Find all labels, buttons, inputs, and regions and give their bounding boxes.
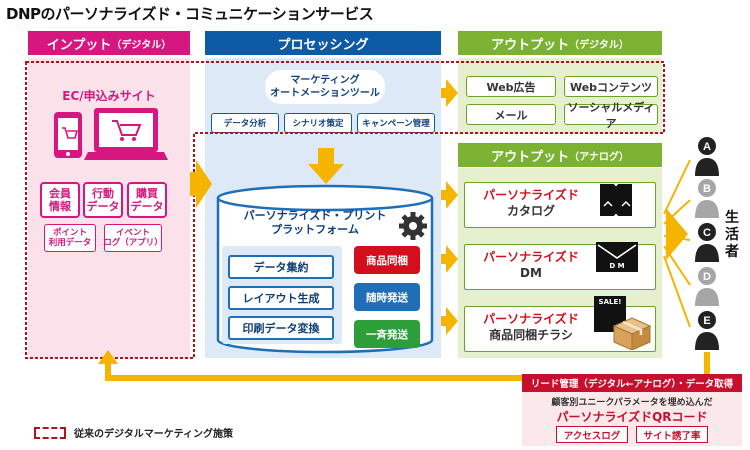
legend-swatch	[34, 427, 66, 439]
input-purchase-data: 購買 データ	[127, 182, 167, 218]
input-event-log: イベント ログ（アプリ）	[103, 224, 163, 252]
lead-tag-access-log: アクセスログ	[556, 426, 628, 443]
tool-scenario-label: シナリオ策定	[292, 119, 344, 129]
step-print-data-conversion: 印刷データ変換	[228, 316, 334, 340]
lead-qr-label: パーソナライズドQRコード	[556, 410, 708, 424]
input-behavior-data-label: 行動 データ	[86, 187, 120, 213]
lead-header: リード管理（デジタル←アナログ）・データ取得	[522, 374, 742, 392]
gear-icon	[399, 212, 427, 240]
tool-campaign-label: キャンペーン管理	[362, 119, 430, 129]
input-event-log-label: イベント ログ（アプリ）	[103, 228, 163, 248]
step-data-aggregation: データ集約	[228, 255, 334, 279]
input-member-info-label: 会員 情報	[49, 187, 71, 213]
person-a-icon: A	[695, 137, 719, 176]
dm-envelope-text: D M	[609, 262, 625, 270]
mode-bulk: 一斉発送	[354, 320, 420, 348]
lead-tag-conversion-label: サイト誘了率	[643, 430, 701, 442]
person-a-letter: A	[703, 141, 711, 153]
lead-tag-conversion: サイト誘了率	[636, 426, 708, 443]
mode-bundled: 商品同梱	[354, 246, 420, 274]
person-c-letter: C	[703, 227, 711, 239]
processing-header: プロセッシング	[205, 31, 441, 55]
flyer-title: パーソナライズド	[483, 312, 579, 326]
lead-header-label: リード管理（デジタル←アナログ）・データ取得	[530, 379, 734, 390]
person-c-icon: C	[695, 223, 719, 262]
devices-icon	[54, 108, 168, 160]
email-label: メール	[494, 108, 528, 122]
input-behavior-data: 行動 データ	[83, 182, 123, 218]
lead-desc: 顧客別ユニークパラメータを埋め込んだ	[551, 398, 713, 408]
legend-label: 従来のデジタルマーケティング施策	[74, 429, 233, 440]
person-e-icon: E	[695, 311, 719, 350]
person-e-letter: E	[703, 315, 710, 327]
input-member-info: 会員 情報	[40, 182, 80, 218]
step-layout-generation: レイアウト生成	[228, 286, 334, 310]
dm-title: パーソナライズド	[483, 250, 579, 264]
web-ad-box: Web広告	[466, 76, 556, 97]
processing-header-label: プロセッシング	[277, 37, 369, 53]
consumers-label: 生活者	[725, 210, 739, 260]
web-ad-label: Web広告	[486, 80, 536, 94]
person-b-letter: B	[703, 183, 711, 195]
catalog-book-icon	[600, 184, 632, 216]
person-b-icon: B	[695, 179, 719, 218]
output-analog-header-sub: （アナログ）	[569, 151, 629, 163]
output-digital-header-label: アウトプット	[491, 37, 570, 53]
web-content-box: Webコンテンツ	[564, 76, 658, 97]
catalog-title: パーソナライズド	[483, 188, 579, 202]
step-layout-generation-label: レイアウト生成	[242, 292, 320, 305]
mode-bulk-label: 一斉発送	[366, 328, 408, 341]
platform-title-text: パーソナライズド・プリント プラットフォーム	[243, 209, 387, 236]
input-point-data: ポイント 利用データ	[44, 224, 96, 252]
ma-tool-text: マーケティング オートメーションツール	[270, 75, 380, 99]
input-point-data-label: ポイント 利用データ	[48, 228, 92, 248]
input-header-label: インプット	[46, 37, 112, 53]
dm-text: パーソナライズド DM	[470, 249, 592, 281]
dm-sub: DM	[520, 266, 542, 280]
catalog-text: パーソナライズド カタログ	[470, 187, 592, 219]
input-header: インプット（デジタル）	[28, 31, 190, 55]
step-data-aggregation-label: データ集約	[253, 261, 309, 274]
social-media-label: ソーシャルメディア	[567, 100, 655, 130]
person-d-icon: D	[695, 267, 719, 306]
ec-site-label: EC/申込みサイト	[62, 89, 156, 103]
catalog-sub: カタログ	[506, 204, 555, 218]
platform-title: パーソナライズド・プリント プラットフォーム	[240, 208, 390, 238]
flyer-sub: 商品同梱チラシ	[489, 328, 573, 342]
social-media-box: ソーシャルメディア	[564, 101, 658, 130]
email-box: メール	[466, 104, 556, 125]
mode-bundled-label: 商品同梱	[366, 254, 408, 267]
down-arrow-icon	[308, 148, 344, 184]
output-analog-header: アウトプット（アナログ）	[458, 143, 662, 167]
output-digital-header: アウトプット（デジタル）	[458, 31, 662, 55]
flyer-text: パーソナライズド 商品同梱チラシ	[470, 311, 592, 343]
output-digital-header-sub: （デジタル）	[569, 39, 629, 51]
person-d-letter: D	[703, 271, 711, 283]
package-icon	[612, 317, 652, 350]
output-analog-header-label: アウトプット	[491, 149, 570, 165]
web-content-label: Webコンテンツ	[569, 80, 653, 94]
dm-envelope-icon: D M	[596, 242, 638, 272]
page-title: DNPのパーソナライズド・コミュニケーションサービス	[6, 5, 374, 23]
lead-tag-access-log-label: アクセスログ	[563, 430, 621, 442]
step-print-data-conversion-label: 印刷データ変換	[242, 322, 320, 335]
mode-ondemand: 随時発送	[354, 283, 420, 311]
input-header-sub: （デジタル）	[111, 39, 172, 51]
sale-text: SALE!	[598, 298, 622, 306]
mode-ondemand-label: 随時発送	[366, 291, 408, 304]
input-purchase-data-label: 購買 データ	[130, 187, 164, 213]
tool-data-analysis-label: データ分析	[223, 119, 267, 129]
ma-tool-label: マーケティング オートメーションツール	[265, 70, 385, 104]
